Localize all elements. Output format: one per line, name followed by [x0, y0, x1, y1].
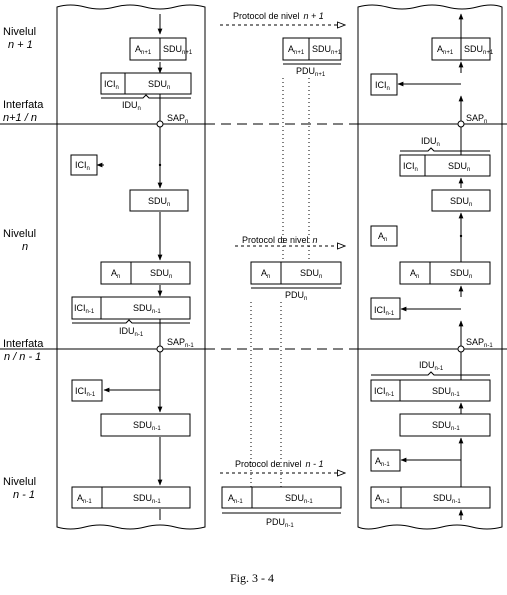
- field-sdu-n: SDUn: [450, 268, 472, 280]
- field-ici-n: ICIn: [75, 160, 90, 172]
- field-a-nm1: An-1: [228, 493, 243, 505]
- right-box-sdu-n: [431, 189, 491, 212]
- field-sdu-n: SDUn: [300, 268, 322, 280]
- field-sdu-nm1: SDUn-1: [133, 493, 161, 505]
- right-box-pdu-nm1: [370, 486, 491, 509]
- right-box-ici-n: [370, 73, 398, 96]
- right-box-pdu-n: [399, 261, 491, 285]
- sap-label: SAPn: [167, 113, 188, 125]
- field-sdu-n: SDUn: [148, 196, 170, 208]
- left-box-idu-n: [100, 72, 192, 95]
- field-ici-n: ICIn: [403, 161, 418, 173]
- field-a-n: An: [261, 268, 270, 280]
- center-pdu-nm1-box: [221, 486, 342, 509]
- right-system-frame: [357, 4, 503, 530]
- figure-caption: Fig. 3 - 4: [230, 571, 274, 585]
- level-sub-upper: n + 1: [8, 39, 33, 51]
- pdu-label-upper: PDUn+1: [296, 66, 326, 78]
- left-box-sdu-nm1: [100, 413, 191, 437]
- field-sdu-n1: SDUn+1: [312, 44, 342, 56]
- interface-sub-lower: n / n - 1: [4, 351, 41, 363]
- field-sdu-n1: SDUn+1: [464, 44, 494, 56]
- right-box-idu-nm1: [370, 379, 491, 402]
- idu-label: IDUn-1: [119, 326, 144, 338]
- field-sdu-n1: SDUn+1: [163, 44, 193, 56]
- left-system-frame: [56, 4, 206, 530]
- field-a-nm1: An-1: [375, 493, 390, 505]
- pdu-label-lower: PDUn-1: [266, 517, 294, 529]
- right-box-idu-n: [399, 154, 491, 177]
- field-a-nm1: An-1: [375, 456, 390, 468]
- field-sdu-n: SDUn: [450, 196, 472, 208]
- left-box-sdu-n: [129, 189, 189, 212]
- center-pdu-n-box: [250, 261, 342, 285]
- level-sub-middle: n: [22, 241, 28, 253]
- field-ici-n: ICIn: [375, 80, 390, 92]
- sap-label: SAPn: [466, 113, 487, 125]
- right-box-a-nm1: [370, 449, 401, 472]
- field-ici-nm1: ICIn-1: [75, 386, 96, 398]
- field-sdu-nm1: SDUn-1: [285, 493, 313, 505]
- field-ici-nm1: ICIn-1: [74, 303, 95, 315]
- field-sdu-nm1: SDUn-1: [432, 386, 460, 398]
- field-a-n1: An+1: [288, 44, 305, 56]
- interface-label-lower: Interfata: [3, 338, 44, 350]
- field-sdu-nm1: SDUn-1: [432, 420, 460, 432]
- pdu-label-middle: PDUn: [285, 290, 307, 302]
- left-box-idu-nm1: [71, 296, 191, 320]
- field-ici-n: ICIn: [104, 79, 119, 91]
- sap-label: SAPn-1: [466, 337, 493, 349]
- left-box-ici-n: [70, 154, 98, 176]
- field-a-n1: An+1: [135, 44, 152, 56]
- level-label-upper: Nivelul: [3, 26, 36, 38]
- right-box-n1: [431, 37, 491, 61]
- field-a-n: An: [111, 268, 120, 280]
- center-pdu-n1-box: [282, 37, 342, 61]
- interface-label-upper: Interfata: [3, 99, 44, 111]
- left-box-ici-nm1: [71, 379, 103, 402]
- right-box-a-n: [370, 225, 398, 247]
- field-sdu-nm1: SDUn-1: [133, 303, 161, 315]
- left-box-pdu-nm1: [71, 486, 191, 509]
- idu-label: IDUn: [421, 136, 440, 148]
- field-ici-nm1: ICIn-1: [374, 305, 395, 317]
- level-sub-lower: n - 1: [13, 489, 35, 501]
- field-sdu-nm1: SDUn-1: [133, 420, 161, 432]
- right-box-ici-nm1: [370, 297, 401, 320]
- field-a-n1: An+1: [437, 44, 454, 56]
- field-sdu-nm1: SDUn-1: [433, 493, 461, 505]
- field-sdu-n: SDUn: [448, 161, 470, 173]
- field-a-nm1: An-1: [77, 493, 92, 505]
- level-label-lower: Nivelul: [3, 476, 36, 488]
- interface-sub-upper: n+1 / n: [3, 112, 37, 124]
- level-label-middle: Nivelul: [3, 228, 36, 240]
- left-box-pdu-n: [100, 261, 191, 285]
- field-sdu-n: SDUn: [150, 268, 172, 280]
- field-ici-nm1: ICIn-1: [374, 386, 395, 398]
- left-box-n1: [129, 37, 187, 61]
- field-sdu-n: SDUn: [148, 79, 170, 91]
- field-a-n: An: [378, 231, 387, 243]
- sap-label: SAPn-1: [167, 337, 194, 349]
- idu-label: IDUn: [122, 100, 141, 112]
- idu-label: IDUn-1: [419, 360, 444, 372]
- right-box-sdu-nm1: [399, 413, 491, 437]
- field-a-n: An: [410, 268, 419, 280]
